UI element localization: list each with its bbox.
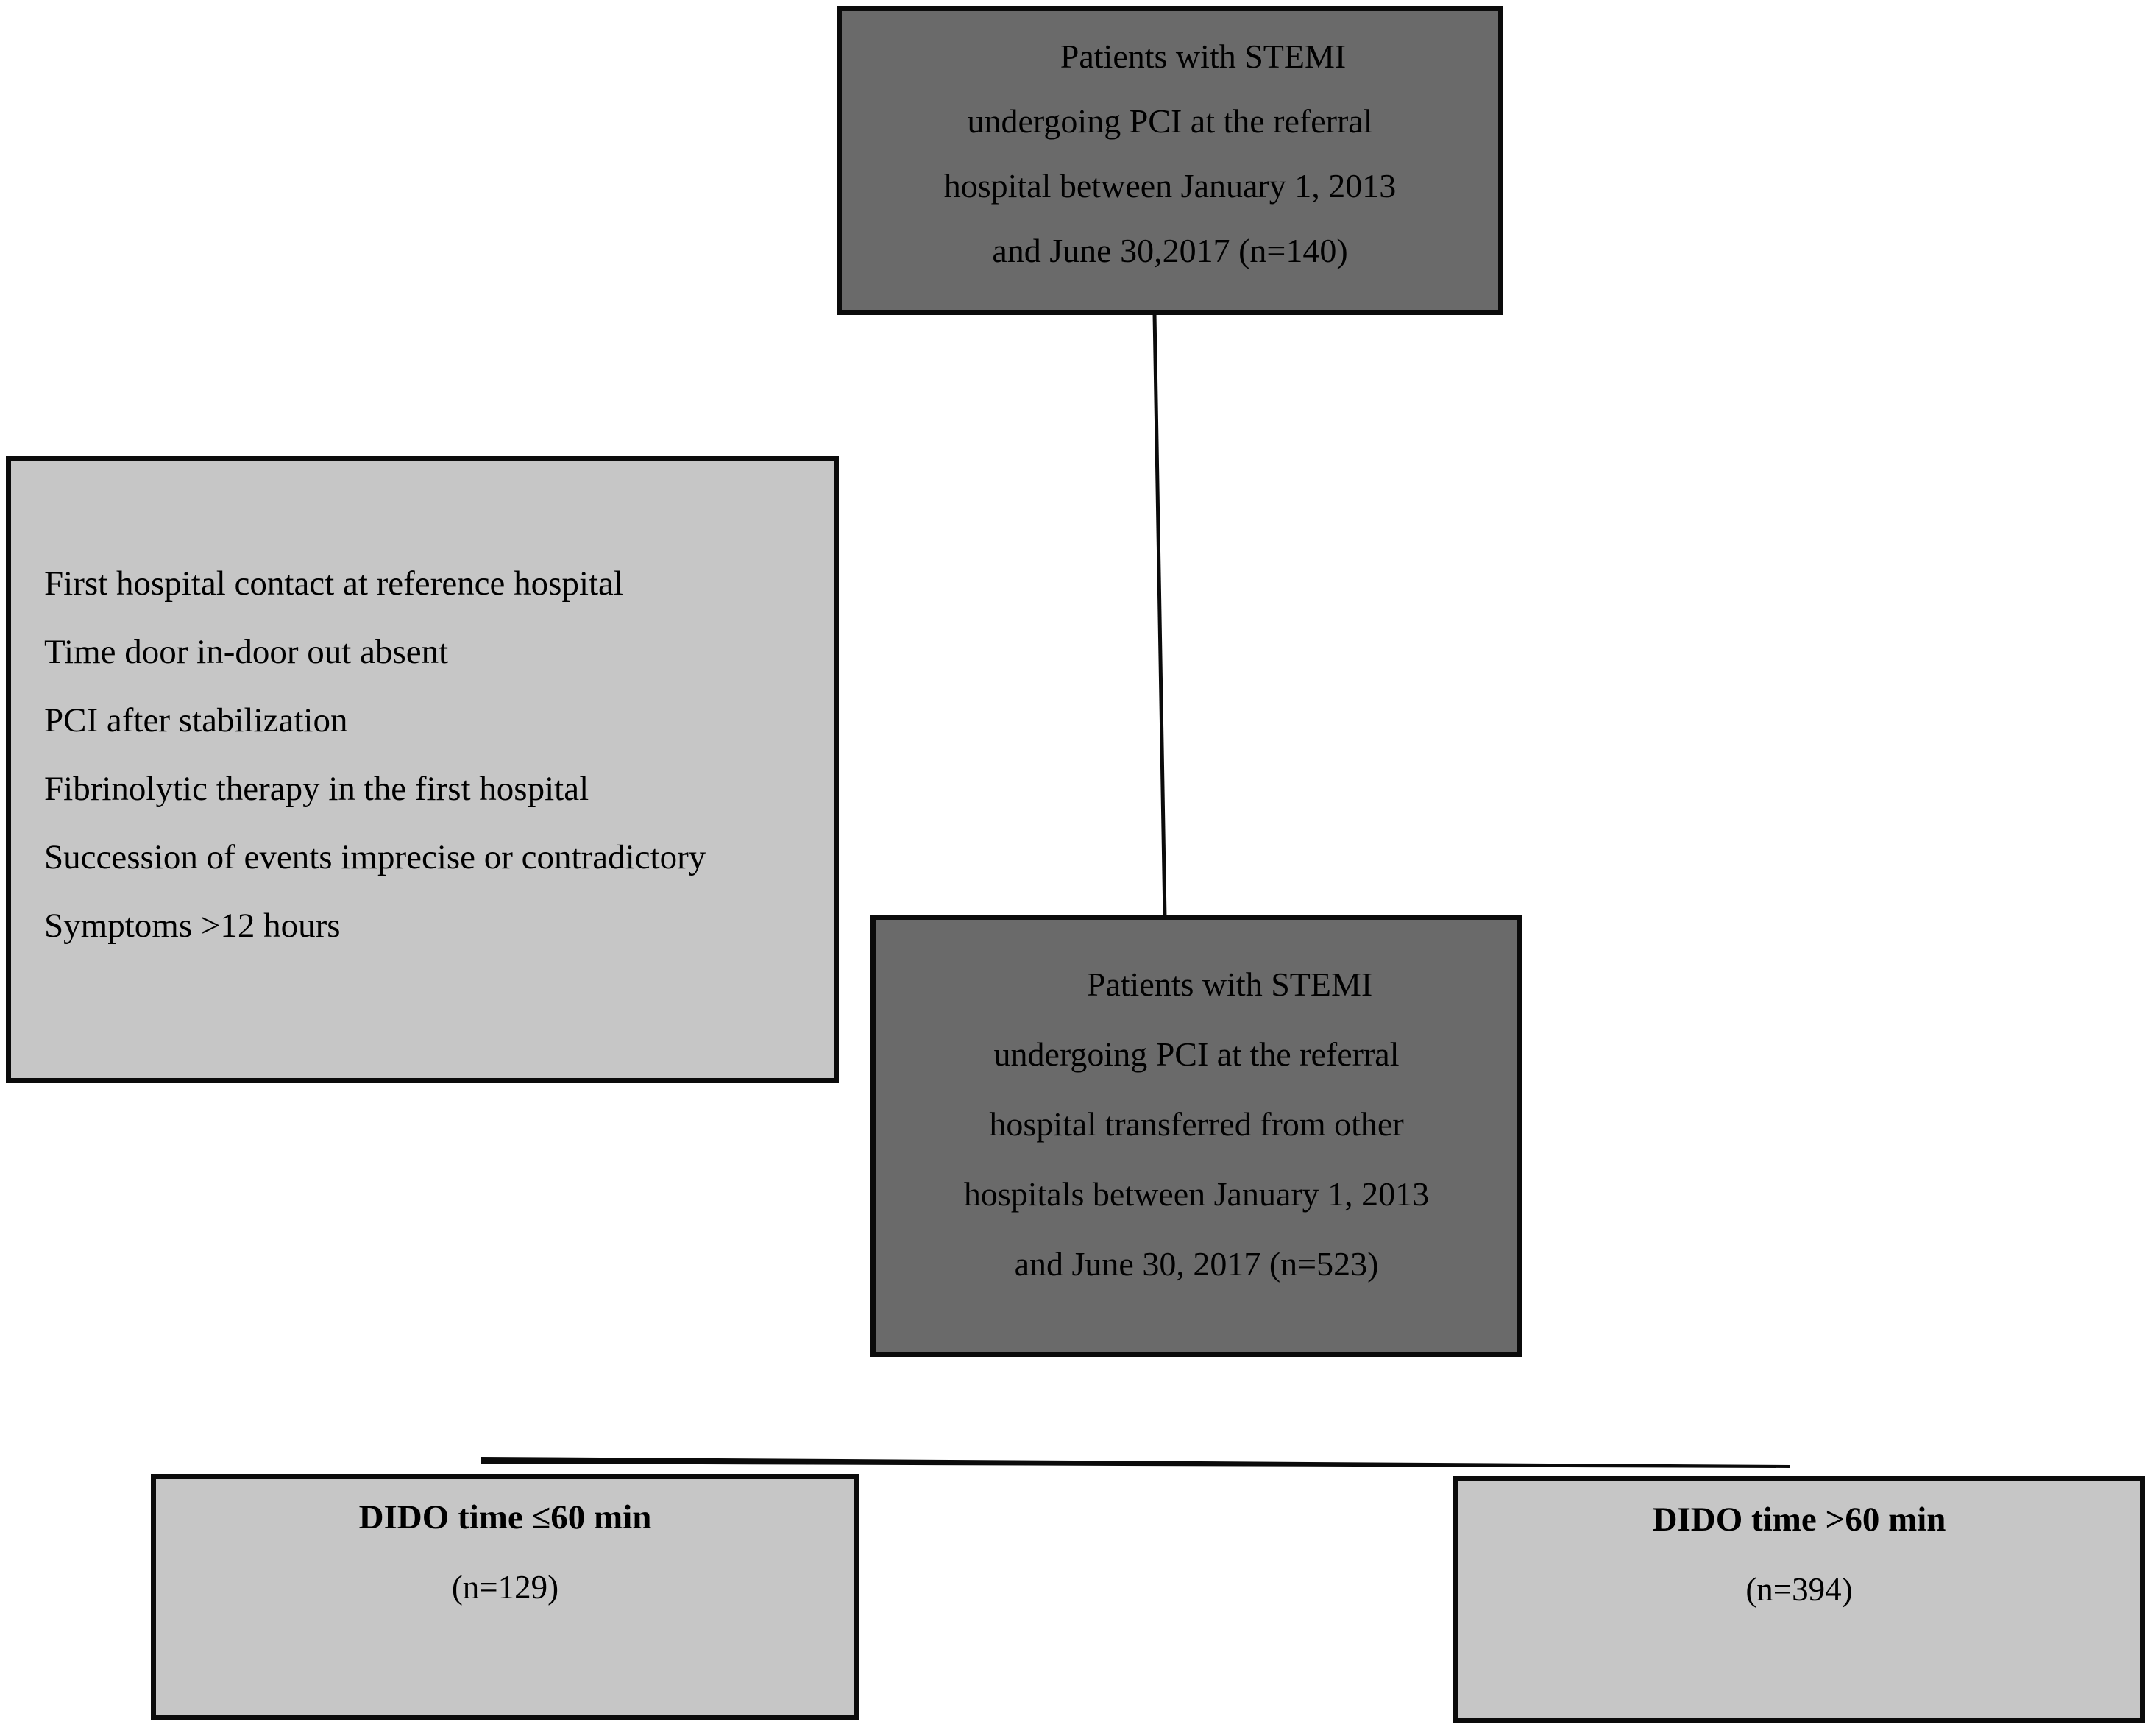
outcome-title: DIDO time ≤60 min xyxy=(358,1498,652,1536)
outcome-box-dido-gt60: DIDO time >60 min (n=394) xyxy=(1453,1476,2145,1723)
transferred-cohort-box: Patients with STEMI undergoing PCI at th… xyxy=(870,915,1522,1357)
transferred-cohort-text-line: undergoing PCI at the referral xyxy=(993,1035,1400,1073)
exclusion-criteria-item: Time door in-door out absent xyxy=(44,633,449,671)
outcome-title: DIDO time >60 min xyxy=(1652,1500,1946,1539)
exclusion-criteria-item: PCI after stabilization xyxy=(44,701,348,740)
transferred-cohort-text-line: hospital transferred from other xyxy=(989,1105,1404,1143)
top-cohort-box: Patients with STEMI undergoing PCI at th… xyxy=(837,6,1503,315)
top-cohort-text-line: and June 30,2017 (n=140) xyxy=(992,232,1348,269)
exclusion-criteria-item: Succession of events imprecise or contra… xyxy=(44,838,706,876)
top-cohort-text-line: Patients with STEMI xyxy=(1060,38,1347,75)
split-connector-line xyxy=(481,1457,1790,1468)
exclusion-criteria-item: Fibrinolytic therapy in the first hospit… xyxy=(44,770,589,808)
transferred-cohort-text-line: and June 30, 2017 (n=523) xyxy=(1014,1245,1379,1283)
outcome-count: (n=129) xyxy=(451,1569,559,1606)
top-cohort-text-line: undergoing PCI at the referral xyxy=(967,102,1373,140)
vertical-connector-line xyxy=(1152,313,1167,918)
transferred-cohort-text-line: Patients with STEMI xyxy=(1086,965,1373,1003)
outcome-box-dido-le60: DIDO time ≤60 min (n=129) xyxy=(151,1474,859,1720)
transferred-cohort-text-line: hospitals between January 1, 2013 xyxy=(963,1175,1430,1213)
exclusion-criteria-item: First hospital contact at reference hosp… xyxy=(44,564,623,603)
exclusion-criteria-item: Symptoms >12 hours xyxy=(44,907,341,945)
outcome-count: (n=394) xyxy=(1745,1571,1853,1608)
top-cohort-text-line: hospital between January 1, 2013 xyxy=(943,167,1397,205)
exclusion-criteria-box: First hospital contact at reference hosp… xyxy=(6,456,839,1083)
